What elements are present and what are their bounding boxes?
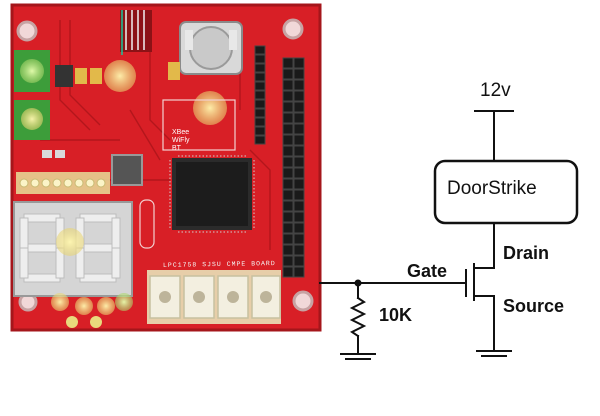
terminal-connectors <box>14 50 50 140</box>
header-pin <box>282 123 294 135</box>
top-header <box>120 10 152 55</box>
header-pin <box>282 101 294 113</box>
header-pin <box>282 244 294 256</box>
reset-button <box>111 154 143 186</box>
resistor-label: 10K <box>379 305 413 325</box>
led-indicator <box>19 178 29 188</box>
header-pin <box>293 244 305 256</box>
tactile-switches <box>147 270 281 324</box>
header-pin <box>254 45 266 55</box>
header-pin <box>293 79 305 91</box>
bottom-leds <box>51 293 133 328</box>
module-text-xbee: XBee <box>172 129 190 136</box>
header-pin <box>282 156 294 168</box>
header-pin <box>293 222 305 234</box>
source-label: Source <box>503 296 565 316</box>
mounting-hole <box>282 18 304 40</box>
ground-symbol <box>476 350 512 357</box>
header-pin <box>293 145 305 157</box>
led-indicator <box>30 178 40 188</box>
led-bar <box>16 172 110 194</box>
header-pin <box>282 145 294 157</box>
header-pin <box>293 167 305 179</box>
mid-pin-header <box>254 45 266 145</box>
header-pin <box>293 123 305 135</box>
header-pin <box>254 90 266 100</box>
resistor-10k <box>349 296 367 338</box>
header-pin <box>293 134 305 146</box>
coin-cell-holder <box>179 21 243 75</box>
led-indicator <box>63 178 73 188</box>
header-pin <box>254 81 266 91</box>
right-pin-header <box>282 57 305 278</box>
crystal <box>139 199 155 249</box>
header-pin <box>282 167 294 179</box>
mounting-holes <box>16 18 314 312</box>
header-pin <box>293 266 305 278</box>
header-pin <box>282 68 294 80</box>
header-pin <box>282 211 294 223</box>
header-pin <box>293 189 305 201</box>
header-pin <box>293 101 305 113</box>
header-pin <box>254 99 266 109</box>
gate-label: Gate <box>407 261 448 281</box>
lpc1758-board-photo <box>10 3 322 332</box>
header-pin <box>254 126 266 136</box>
header-pin <box>282 233 294 245</box>
header-pin <box>293 90 305 102</box>
header-pin <box>293 57 305 69</box>
circuit-schematic <box>319 110 579 360</box>
header-pin <box>282 266 294 278</box>
module-silkscreen-text: XBee WiFly BT <box>172 129 190 153</box>
module-text-bt: BT <box>172 145 181 152</box>
header-pin <box>282 200 294 212</box>
header-pin <box>254 117 266 127</box>
header-pin <box>282 189 294 201</box>
doorstrike-load-box <box>433 159 579 225</box>
header-pin <box>293 112 305 124</box>
header-pin <box>254 72 266 82</box>
header-pin <box>282 57 294 69</box>
header-pin <box>282 79 294 91</box>
header-pin <box>282 134 294 146</box>
pcb-shade <box>10 3 322 332</box>
header-pin <box>293 233 305 245</box>
led-indicator <box>41 178 51 188</box>
seven-segment-display <box>13 201 133 297</box>
ground-symbol <box>340 353 376 360</box>
doorstrike-label: DoorStrike <box>447 178 537 199</box>
header-pin <box>293 68 305 80</box>
supply-label: 12v <box>480 80 511 101</box>
header-pin <box>254 63 266 73</box>
header-pin <box>293 211 305 223</box>
header-pin <box>293 255 305 267</box>
header-pin <box>282 255 294 267</box>
header-pin <box>293 200 305 212</box>
header-pin <box>293 178 305 190</box>
header-pin <box>282 90 294 102</box>
header-pin <box>254 108 266 118</box>
header-pin <box>282 222 294 234</box>
led-indicator <box>74 178 84 188</box>
drain-label: Drain <box>503 243 550 263</box>
header-pin <box>254 135 266 145</box>
header-pin <box>293 156 305 168</box>
led-indicator <box>52 178 62 188</box>
xbee-socket <box>162 99 236 151</box>
header-pin <box>254 54 266 64</box>
microcontroller-chip <box>169 155 255 233</box>
header-pin <box>282 178 294 190</box>
module-text-wifly: WiFly <box>172 137 190 144</box>
header-pin <box>282 112 294 124</box>
led-indicator <box>85 178 95 188</box>
led-indicator <box>96 178 106 188</box>
mounting-hole <box>16 20 38 42</box>
mounting-hole <box>292 290 314 312</box>
